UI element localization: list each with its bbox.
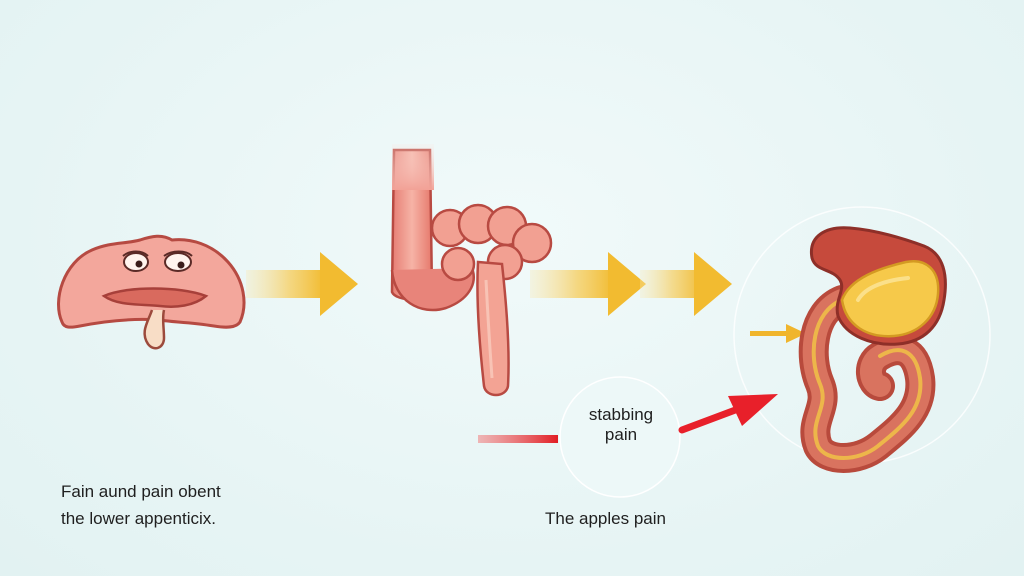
callout-line-2: pain xyxy=(604,425,638,444)
flow-arrow-icon xyxy=(530,252,646,316)
pain-arrow-icon xyxy=(678,394,778,434)
right-caption: The apples pain xyxy=(545,509,666,528)
callout-circle xyxy=(559,376,681,498)
left-caption-line-2: the lower appenticix. xyxy=(61,509,216,528)
pain-line xyxy=(478,435,558,443)
flow-arrow-icon xyxy=(750,324,806,343)
stabbing-pain-label: stabbing pain xyxy=(566,405,676,445)
flow-arrow-icon xyxy=(246,252,358,316)
flow-arrow-icon xyxy=(640,252,732,316)
left-caption: Fain aund pain obent the lower appentici… xyxy=(61,478,221,532)
appendix-icon xyxy=(390,144,553,397)
smiling-organ-icon xyxy=(57,234,246,350)
left-caption-line-1: Fain aund pain obent xyxy=(61,482,221,501)
callout-line-1: stabbing xyxy=(588,405,654,424)
stomach-intestine-icon xyxy=(798,226,947,473)
